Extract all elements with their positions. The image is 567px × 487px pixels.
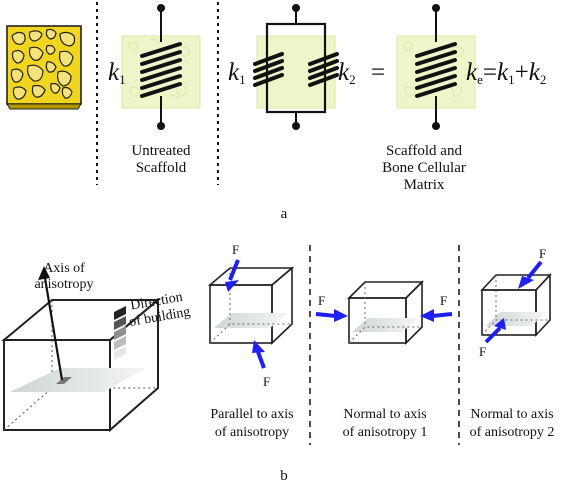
ke-equation: ke=k1+k2	[466, 59, 546, 87]
force-label-bottom-2: F	[479, 344, 486, 359]
normal2-label-line2: of anisotropy 2	[470, 425, 555, 440]
force-label-right: F	[440, 293, 447, 308]
k1-parallel-label: k1	[228, 59, 246, 87]
untreated-label-line1: Untreated	[131, 143, 191, 159]
panel-a-caption: a	[281, 206, 288, 222]
parallel-springs: k1 k2	[228, 4, 356, 130]
cube-normal-2	[480, 260, 552, 344]
force-label-bottom: F	[263, 374, 270, 389]
parallel-label-line1: Parallel to axis	[210, 407, 293, 422]
panel-b-caption: b	[280, 468, 288, 484]
force-label-left: F	[318, 293, 325, 308]
panel-a: k1 Untreated Scaffold k1 k2	[6, 2, 546, 222]
scaffold-image	[6, 25, 82, 110]
matrix-label-line1: Scaffold and	[386, 143, 462, 159]
force-label-top: F	[232, 242, 239, 257]
normal1-label-line1: Normal to axis	[343, 407, 426, 422]
building-direction-arrow	[114, 306, 126, 360]
normal2-label-line1: Normal to axis	[470, 407, 553, 422]
untreated-label-line2: Scaffold	[136, 160, 187, 176]
force-label-top-2: F	[539, 246, 546, 261]
equivalent-spring: ke=k1+k2	[396, 4, 546, 130]
normal1-label-line2: of anisotropy 1	[343, 425, 428, 440]
matrix-label-line3: Matrix	[404, 177, 445, 193]
equals-sign: =	[371, 59, 385, 86]
untreated-spring: k1	[108, 4, 201, 130]
large-block	[1, 266, 161, 433]
parallel-label-line2: of anisotropy	[215, 425, 289, 440]
k1-label: k1	[108, 59, 126, 87]
cube-normal-1	[315, 280, 453, 345]
cube-parallel	[207, 259, 295, 369]
axis-label-line2: anisotropy	[34, 277, 93, 292]
matrix-label-line2: Bone Cellular	[382, 160, 466, 176]
k2-parallel-label: k2	[338, 59, 356, 87]
panel-b: Axis of anisotropy Direction of building	[1, 242, 555, 484]
axis-label-line1: Axis of	[43, 261, 85, 276]
